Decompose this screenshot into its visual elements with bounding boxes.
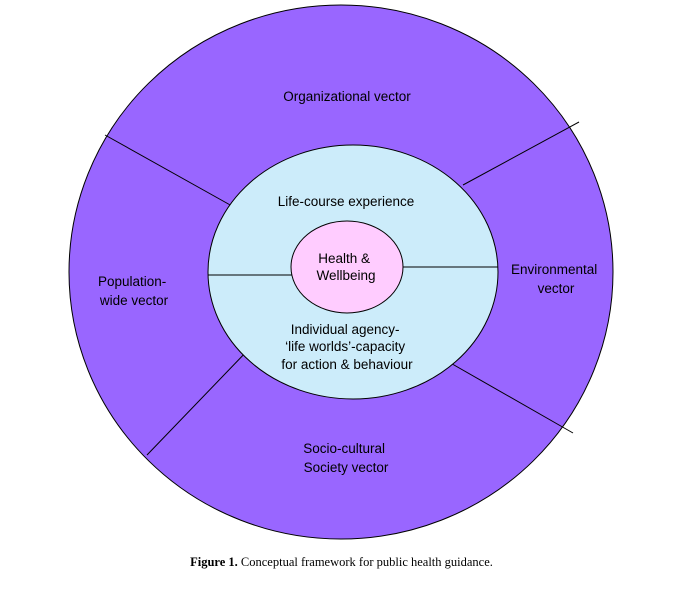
population-wide-vector-line: Population-	[98, 274, 166, 289]
divider-upper-left	[104, 134, 233, 207]
organizational-vector-line: Organizational vector	[283, 89, 411, 104]
figure-caption: Figure 1. Conceptual framework for publi…	[0, 555, 683, 570]
figure-caption-text: Conceptual framework for public health g…	[240, 555, 493, 569]
socio-cultural-vector-line: Society vector	[304, 460, 389, 475]
center-circle	[290, 220, 404, 314]
health-wellbeing-line: Health &	[318, 251, 370, 266]
individual-agency-line: Individual agency-	[291, 322, 400, 337]
individual-agency-line: for action & behaviour	[281, 357, 413, 372]
individual-agency-line: ‘life worlds’-capacity	[285, 339, 405, 354]
socio-cultural-vector-label: Socio-cultural Society vector	[303, 441, 389, 475]
environmental-vector-line: Environmental	[511, 262, 597, 277]
health-wellbeing-label: Health & Wellbeing	[316, 251, 375, 283]
population-wide-vector-line: wide vector	[99, 293, 169, 308]
divider-lower-right	[446, 360, 574, 434]
organizational-vector-label: Organizational vector	[283, 89, 411, 104]
health-wellbeing-line: Wellbeing	[316, 268, 375, 283]
environmental-vector-line: vector	[538, 281, 575, 296]
population-wide-vector-label: Population- wide vector	[98, 274, 170, 308]
socio-cultural-vector-line: Socio-cultural	[303, 441, 385, 456]
figure-number: Figure 1.	[190, 555, 238, 569]
individual-agency-label: Individual agency- ‘life worlds’-capacit…	[281, 322, 413, 372]
conceptual-framework-diagram: Organizational vector Environmental vect…	[68, 4, 614, 540]
life-course-experience-line: Life-course experience	[278, 194, 415, 209]
life-course-experience-label: Life-course experience	[278, 194, 415, 209]
divider-upper-right	[462, 121, 580, 186]
environmental-vector-label: Environmental vector	[511, 262, 601, 296]
divider-lower-left	[146, 348, 250, 456]
